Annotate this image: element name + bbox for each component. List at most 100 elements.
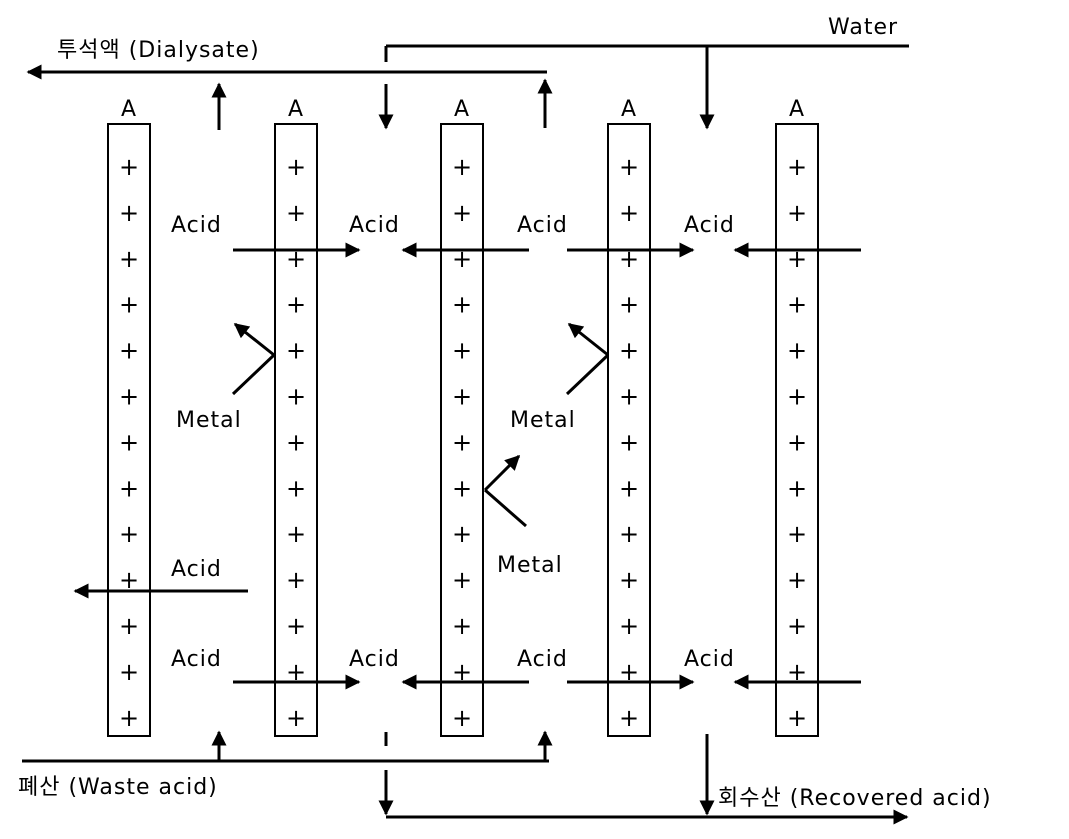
bottom-flows: 폐산 (Waste acid) 회수산 (Recovered acid) [18, 730, 992, 825]
metal-arrow [484, 488, 527, 528]
plus-charge-sign: + [619, 337, 639, 365]
plus-charge-sign: + [119, 520, 139, 548]
top-flows: 투석액 (Dialysate) Water [26, 15, 909, 130]
plus-charge-sign: + [119, 428, 139, 456]
plus-charge-sign: + [286, 520, 306, 548]
plus-charge-sign: + [619, 428, 639, 456]
plus-charge-sign: + [787, 520, 807, 548]
plus-charge-sign: + [787, 566, 807, 594]
plus-charge-sign: + [119, 383, 139, 411]
plus-charge-sign: + [787, 383, 807, 411]
metal-arrow [567, 322, 609, 357]
membrane-label: A [288, 97, 304, 122]
acid-label: Acid [684, 647, 735, 672]
metal-reflections: Metal Metal Metal [176, 322, 610, 578]
plus-charge-sign: + [452, 474, 472, 502]
plus-charge-sign: + [286, 566, 306, 594]
acid-lower-row: Acid Acid Acid Acid [171, 647, 861, 690]
plus-charge-sign: + [619, 520, 639, 548]
plus-charge-sign: + [787, 704, 807, 732]
recovered-acid-label: 회수산 (Recovered acid) [718, 786, 992, 811]
acid-label: Acid [349, 213, 400, 238]
plus-charge-sign: + [452, 245, 472, 273]
plus-charge-sign: + [619, 612, 639, 640]
plus-charge-sign: + [452, 566, 472, 594]
acid-label: Acid [349, 647, 400, 672]
metal-arrow [565, 353, 610, 396]
membrane-group: A + + + + + + + + + + + + + A + + + + + + + + + + + + + A + + + + + + + + + + +… [107, 97, 819, 737]
plus-charge-sign: + [787, 612, 807, 640]
plus-charge-sign: + [452, 153, 472, 181]
plus-charge-sign: + [286, 199, 306, 227]
metal-label: Metal [510, 408, 576, 433]
membrane-label: A [454, 97, 470, 122]
membrane-label: A [789, 97, 805, 122]
plus-charge-sign: + [619, 153, 639, 181]
plus-charge-sign: + [286, 337, 306, 365]
plus-charge-sign: + [452, 658, 472, 686]
metal-label: Metal [497, 553, 563, 578]
plus-charge-sign: + [119, 612, 139, 640]
plus-charge-sign: + [286, 291, 306, 319]
plus-charge-sign: + [286, 704, 306, 732]
metal-arrow [483, 454, 521, 492]
plus-charge-sign: + [619, 291, 639, 319]
plus-charge-sign: + [452, 428, 472, 456]
acid-label: Acid [684, 213, 735, 238]
anion-exchange-membrane [607, 123, 651, 737]
metal-arrow [233, 322, 275, 357]
plus-charge-sign: + [119, 153, 139, 181]
acid-left-leak: Acid [73, 557, 248, 599]
membrane-label: A [621, 97, 637, 122]
plus-charge-sign: + [452, 612, 472, 640]
plus-charge-sign: + [619, 199, 639, 227]
plus-charge-sign: + [119, 474, 139, 502]
plus-charge-sign: + [452, 291, 472, 319]
plus-charge-sign: + [119, 337, 139, 365]
plus-charge-sign: + [119, 566, 139, 594]
plus-charge-sign: + [619, 383, 639, 411]
plus-charge-sign: + [452, 337, 472, 365]
dialysate-label: 투석액 (Dialysate) [57, 38, 260, 63]
anion-exchange-membrane [440, 123, 484, 737]
acid-label: Acid [517, 647, 568, 672]
plus-charge-sign: + [119, 245, 139, 273]
plus-charge-sign: + [787, 428, 807, 456]
plus-charge-sign: + [286, 474, 306, 502]
membrane-label: A [121, 97, 137, 122]
plus-charge-sign: + [787, 199, 807, 227]
plus-charge-sign: + [619, 704, 639, 732]
plus-charge-sign: + [286, 245, 306, 273]
plus-charge-sign: + [286, 612, 306, 640]
plus-charge-sign: + [787, 337, 807, 365]
plus-charge-sign: + [452, 383, 472, 411]
acid-label: Acid [171, 557, 222, 582]
plus-charge-sign: + [286, 383, 306, 411]
plus-charge-sign: + [787, 658, 807, 686]
plus-charge-sign: + [452, 704, 472, 732]
plus-charge-sign: + [119, 658, 139, 686]
metal-label: Metal [176, 408, 242, 433]
plus-charge-sign: + [787, 153, 807, 181]
plus-charge-sign: + [286, 658, 306, 686]
metal-arrow [231, 353, 276, 396]
acid-label: Acid [171, 647, 222, 672]
plus-charge-sign: + [787, 245, 807, 273]
plus-charge-sign: + [619, 245, 639, 273]
plus-charge-sign: + [119, 199, 139, 227]
acid-label: Acid [171, 213, 222, 238]
plus-charge-sign: + [286, 428, 306, 456]
anion-exchange-membrane [274, 123, 318, 737]
waste-acid-label: 폐산 (Waste acid) [18, 775, 218, 800]
plus-charge-sign: + [452, 199, 472, 227]
plus-charge-sign: + [619, 658, 639, 686]
plus-charge-sign: + [119, 291, 139, 319]
anion-exchange-membrane [107, 123, 151, 737]
acid-upper-row: Acid Acid Acid Acid [171, 213, 861, 258]
plus-charge-sign: + [619, 566, 639, 594]
plus-charge-sign: + [452, 520, 472, 548]
anion-exchange-membrane [775, 123, 819, 737]
plus-charge-sign: + [119, 704, 139, 732]
water-label: Water [828, 15, 898, 40]
